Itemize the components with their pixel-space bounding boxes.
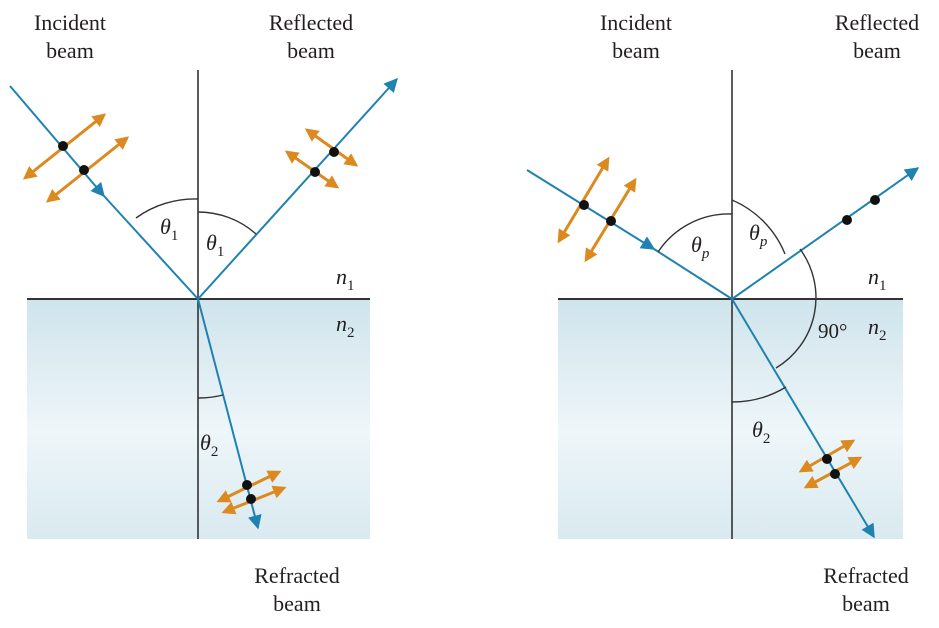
left-refracted-label-line2: beam xyxy=(273,591,321,616)
left-incident-beam xyxy=(9,85,105,198)
left-theta2-arc xyxy=(197,394,224,399)
right-incident-pol-arrow-1 xyxy=(557,156,610,244)
right-refracted-beam xyxy=(731,298,875,539)
left-incident-label-line1: Incident xyxy=(34,10,106,35)
left-theta1-reflected-label: θ1 xyxy=(206,230,224,260)
left-panel: Incident beam Reflected beam Refracted b… xyxy=(9,10,398,616)
right-n1-label: n1 xyxy=(868,264,887,294)
left-reflected-label-line1: Reflected xyxy=(269,10,353,35)
right-thetap-incident-label: θp xyxy=(691,232,710,262)
right-refracted-label-line1: Refracted xyxy=(823,563,909,588)
left-reflected-dot-1 xyxy=(310,167,320,177)
right-incident-dot-2 xyxy=(606,216,616,226)
right-refracted-dot-2 xyxy=(830,469,840,479)
left-reflected-label-line2: beam xyxy=(287,38,335,63)
left-refracted-dot-2 xyxy=(246,494,256,504)
right-incident-beam-tail xyxy=(653,248,733,300)
right-theta2-label: θ2 xyxy=(752,417,770,447)
right-thetap-incident-arc xyxy=(657,213,733,253)
right-reflected-label-line1: Reflected xyxy=(835,10,919,35)
left-incident-dot-2 xyxy=(79,165,89,175)
right-incident-label-line1: Incident xyxy=(600,10,672,35)
right-n2-label: n2 xyxy=(868,314,887,344)
right-refracted-label-line2: beam xyxy=(842,591,890,616)
left-incident-beam-tail xyxy=(103,195,199,300)
left-reflected-beam xyxy=(197,77,398,300)
left-theta1-reflected-arc xyxy=(197,211,257,235)
right-angle-90-label: 90° xyxy=(818,319,847,343)
right-reflected-label-line2: beam xyxy=(853,38,901,63)
left-theta1-incident-arc xyxy=(135,198,199,219)
left-n2-label: n2 xyxy=(336,311,355,341)
left-theta1-incident-label: θ1 xyxy=(160,214,178,244)
right-theta2-arc xyxy=(731,386,787,403)
right-medium-region xyxy=(558,299,903,539)
left-reflected-pol-arrow-2 xyxy=(304,128,359,167)
left-reflected-dot-2 xyxy=(329,147,339,157)
right-incident-label-line2: beam xyxy=(612,38,660,63)
right-reflected-dot-2 xyxy=(870,195,880,205)
right-reflected-dot-1 xyxy=(842,215,852,225)
left-refracted-dot-1 xyxy=(242,480,252,490)
right-reflected-beam xyxy=(731,167,920,300)
right-incident-dot-1 xyxy=(579,200,589,210)
right-thetap-reflected-label: θp xyxy=(749,220,768,250)
left-incident-label-line2: beam xyxy=(46,38,94,63)
right-refracted-dot-1 xyxy=(822,454,832,464)
left-incident-dot-1 xyxy=(58,141,68,151)
right-panel: Incident beam Reflected beam Refracted b… xyxy=(526,10,920,616)
left-refracted-label-line1: Refracted xyxy=(254,563,340,588)
right-right-angle-arc xyxy=(775,248,817,369)
left-theta2-label: θ2 xyxy=(200,430,218,460)
right-thetap-reflected-arc xyxy=(731,199,786,255)
left-n1-label: n1 xyxy=(336,264,355,294)
